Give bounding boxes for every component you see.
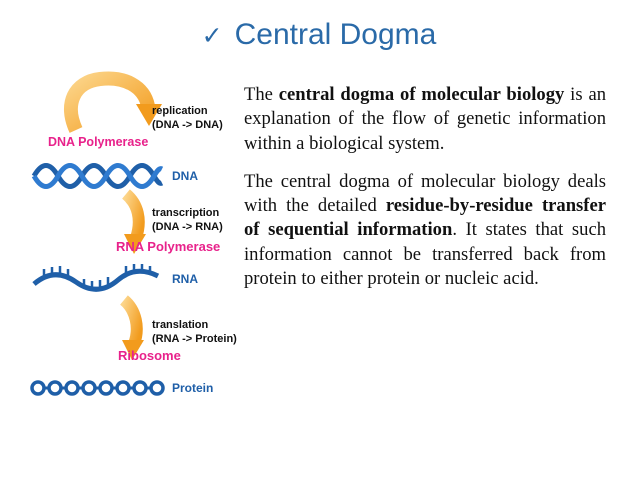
description-text: The central dogma of molecular biology i… [244,83,606,291]
translation-label: translation [152,319,209,331]
dna-helix-icon [31,163,164,189]
paragraph-2-bold: residue-by-residue transfer of sequentia… [244,195,606,241]
title-text: Central Dogma [234,18,437,51]
protein-label: Protein [172,381,213,395]
dna-label: DNA [172,169,198,183]
ribosome-label: Ribosome [118,348,181,363]
translation-subtext: (RNA -> Protein) [152,333,237,345]
replication-subtext: (DNA -> DNA) [152,119,223,131]
paragraph-1-part-2: is an explanation of the flow of genetic… [244,84,606,154]
rna-label: RNA [172,272,198,286]
protein-chain-icon [30,380,165,396]
slide-title: ✓ Central Dogma [0,18,638,52]
paragraph-1-part-1: The [244,84,279,105]
paragraph-2-part-1: The central dogma of molecular biology d… [244,170,606,217]
paragraph-2: The central dogma of molecular biology d… [244,170,606,291]
paragraph-2-part-2: . It states that such information cannot… [244,219,606,290]
replication-label: replication [152,105,208,117]
central-dogma-diagram: replication (DNA -> DNA) DNA Polymerase … [30,71,237,396]
rna-polymerase-label: RNA Polymerase [116,239,220,254]
transcription-label: transcription [152,207,220,219]
paragraph-1: The central dogma of molecular biology i… [244,83,606,156]
transcription-arrow [121,189,146,254]
paragraph-1-bold: central dogma of molecular biology [278,84,565,105]
replication-arrow [64,71,162,133]
dna-polymerase-label: DNA Polymerase [48,135,148,149]
translation-arrow [119,295,144,360]
transcription-subtext: (DNA -> RNA) [152,221,223,233]
rna-strand-icon [32,264,160,292]
check-icon: ✓ [201,21,223,50]
